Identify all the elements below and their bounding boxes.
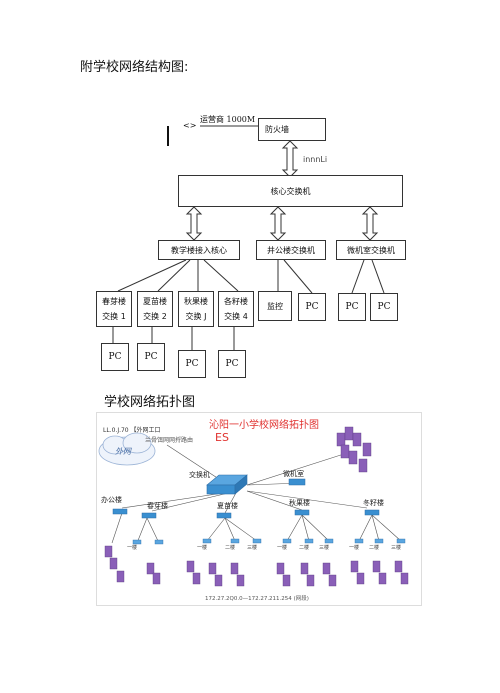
lab-switch-label: 微机室交换机 xyxy=(347,245,395,255)
building-name: 夏苗楼 xyxy=(143,297,167,306)
building-label: 春芽楼 xyxy=(147,502,168,510)
pc-label: PC xyxy=(108,352,122,362)
lab-label: 微机室 xyxy=(283,470,304,478)
building-switch: 交换 J xyxy=(185,312,207,321)
core-office-arrow xyxy=(269,206,287,241)
structure-heading: 附学校网络结构图: xyxy=(80,60,189,75)
floor-nodes xyxy=(132,538,406,545)
pc-label: PC xyxy=(144,352,158,362)
building-switch: 交换 4 xyxy=(224,312,248,321)
building-box-2: 夏苗楼 交换 2 xyxy=(137,291,173,327)
pc-box: PC xyxy=(137,343,165,371)
ip-tag: (网段) xyxy=(293,596,309,602)
firewall-box: 防火墙 xyxy=(258,118,326,141)
floor-label: 二楼 xyxy=(225,545,236,551)
pc-box: PC xyxy=(298,293,326,321)
firewall-core-arrow xyxy=(281,140,299,178)
topology-subtitle: 兰骨饵网网捋路由 xyxy=(145,437,194,444)
building-switch: 交换 1 xyxy=(102,312,126,321)
lab-pc-icons xyxy=(336,426,372,473)
isp-label: 运营商 1000M xyxy=(200,115,256,124)
isp-glyph: <> xyxy=(183,121,197,130)
core-teach-arrow xyxy=(185,206,203,241)
office-switch-label: 井公楼交换机 xyxy=(267,245,315,255)
core-switch-box: 核心交换机 xyxy=(178,175,403,207)
floor-label: 一楼 xyxy=(277,545,288,551)
building-box-3: 秋果楼 交换 J xyxy=(178,291,214,327)
building-box-4: 各籽楼 交换 4 xyxy=(218,291,254,327)
pc-box: PC xyxy=(370,293,398,321)
floor-label: 三楼 xyxy=(247,545,258,551)
office-switch-box: 井公楼交换机 xyxy=(256,240,326,260)
topology-title: 沁阳一小学校网络拓扑图 xyxy=(209,420,319,431)
monitor-box: 监控 xyxy=(258,291,292,321)
pc-icons xyxy=(104,545,409,587)
core-switch-icon xyxy=(206,474,248,495)
pc-label: PC xyxy=(377,302,391,312)
office-label: 办公楼 xyxy=(101,496,122,504)
topology-diagram: 沁阳一小学校网络拓扑图 ES LL.0.J.70 【外网工口 兰骨饵网网捋路由 … xyxy=(96,412,422,606)
building-box-1: 春芽楼 交换 1 xyxy=(96,291,132,327)
topology-links xyxy=(111,444,402,544)
pc-label: PC xyxy=(305,302,319,312)
building-name: 各籽楼 xyxy=(224,297,248,306)
building-switches xyxy=(112,508,380,519)
pc-box: PC xyxy=(338,293,366,321)
core-switch-label: 交换机 xyxy=(189,471,210,479)
structure-lines xyxy=(112,125,385,350)
building-label: 冬籽楼 xyxy=(363,499,384,507)
building-name: 春芽楼 xyxy=(102,297,126,306)
lab-switch-box: 微机室交换机 xyxy=(336,240,406,260)
link-label: innnLi xyxy=(303,155,328,164)
pc-box: PC xyxy=(178,350,206,378)
pc-label: PC xyxy=(345,302,359,312)
teach-access-box: 教学楼接入核心 xyxy=(158,240,240,260)
cloud-label: 外网 xyxy=(115,447,131,456)
monitor-label: 监控 xyxy=(267,301,283,311)
firewall-label: 防火墙 xyxy=(265,125,289,134)
floor-label: 三楼 xyxy=(391,545,402,551)
pc-box: PC xyxy=(101,343,129,371)
core-switch-label: 核心交换机 xyxy=(270,186,311,196)
topology-title-suffix: ES xyxy=(215,431,229,444)
building-label: 夏苗楼 xyxy=(217,502,238,510)
top-left-label: LL.0.J.70 【外网工口 xyxy=(103,427,161,434)
floor-label: 三楼 xyxy=(319,545,330,551)
pc-label: PC xyxy=(225,359,239,369)
pc-box: PC xyxy=(218,350,246,378)
floor-label: 二楼 xyxy=(369,545,380,551)
floor-label: 二楼 xyxy=(299,545,310,551)
lab-switch-icon xyxy=(288,478,306,486)
topology-heading: 学校网络拓扑图 xyxy=(104,395,196,410)
pc-label: PC xyxy=(185,359,199,369)
floor-label: 一楼 xyxy=(127,545,138,551)
teach-access-label: 教学楼接入核心 xyxy=(171,245,227,255)
floor-label: 一楼 xyxy=(349,545,360,551)
floor-label: 一楼 xyxy=(197,545,208,551)
cloud-icon xyxy=(98,432,156,466)
ip-range: 172.27.2Q0.0—172.27.211.254 xyxy=(205,596,292,602)
core-lab-arrow xyxy=(361,206,379,241)
building-name: 秋果楼 xyxy=(184,297,208,306)
building-switch: 交换 2 xyxy=(143,312,167,321)
topology-drawing xyxy=(98,426,409,587)
building-label: 秋果楼 xyxy=(289,499,310,507)
